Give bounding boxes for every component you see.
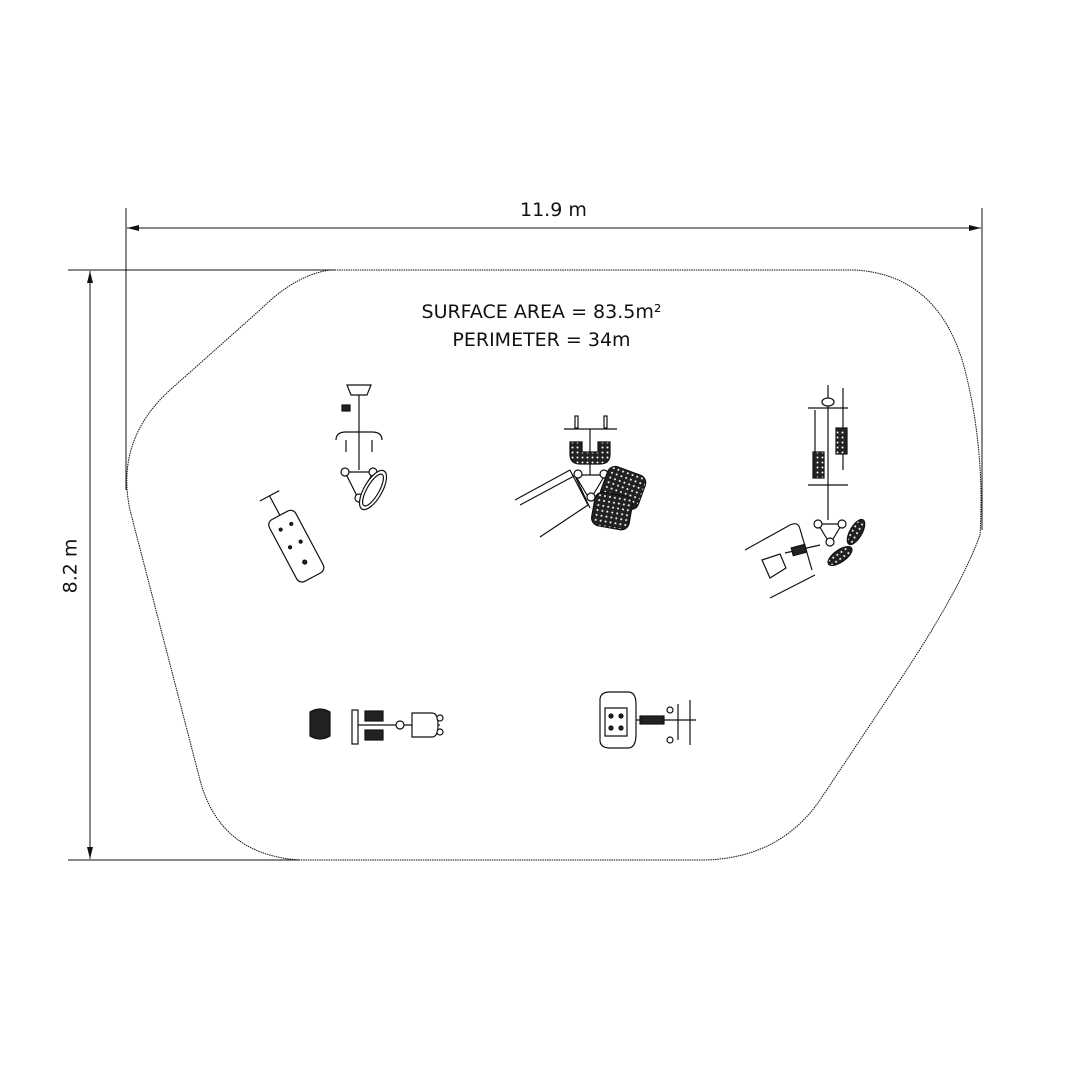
equipment-leg-press — [335, 384, 388, 511]
equipment-chest-press — [309, 708, 444, 745]
equipment-combo-station — [744, 385, 866, 599]
height-dimension-line — [68, 269, 335, 861]
width-dimension-line — [125, 208, 983, 530]
perimeter-text: PERIMETER = 34m — [452, 329, 631, 351]
surface-info: SURFACE AREA = 83.5m² PERIMETER = 34m — [0, 298, 1080, 354]
surface-area-text: SURFACE AREA = 83.5m² — [421, 301, 662, 323]
equipment-sit-up-bench — [259, 490, 325, 583]
equipment-air-walker — [514, 415, 647, 538]
surface-boundary — [126, 269, 982, 861]
height-label: 8.2 m — [59, 538, 82, 594]
equipment-back-extension — [599, 691, 696, 749]
width-label: 11.9 m — [520, 199, 587, 221]
